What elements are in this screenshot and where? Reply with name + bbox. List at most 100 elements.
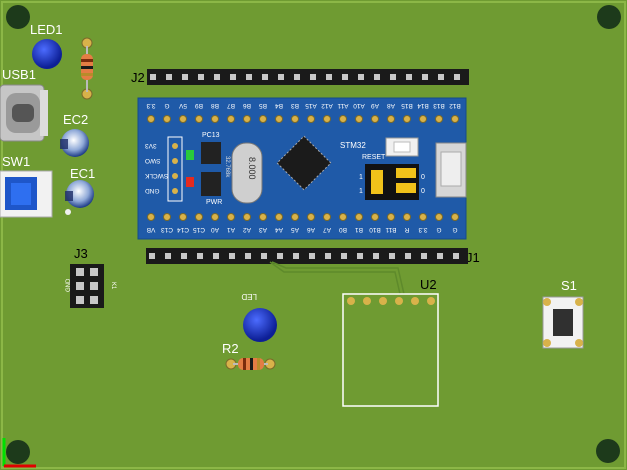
jumper-val-2: 1	[359, 188, 363, 195]
module-top-pin-label: B4	[275, 102, 283, 109]
module-bottom-pin-label: A2	[243, 226, 251, 233]
module-bottom-pin-label: 3.3	[418, 226, 427, 233]
module-bottom-pin-label: C14	[177, 226, 189, 233]
module-top-pad	[227, 115, 235, 123]
reset-label: RESET	[362, 154, 386, 161]
header-pin	[278, 74, 284, 80]
module-top-pad	[163, 115, 171, 123]
mounting-hole-tl	[6, 5, 30, 29]
module-bottom-pad	[323, 213, 331, 221]
pwr-label: PWR	[206, 199, 222, 206]
header-pin	[182, 74, 188, 80]
header-pin	[358, 74, 364, 80]
module-bottom-pin-label: C15	[193, 226, 205, 233]
led1-component	[32, 39, 62, 69]
module-bottom-pad	[195, 213, 203, 221]
header-pin	[166, 74, 172, 80]
swd-side-label: SWO	[145, 157, 161, 164]
header-j3	[70, 264, 104, 308]
header-pin	[341, 253, 347, 259]
j3-side-label: GND	[66, 278, 72, 292]
s1-label: S1	[561, 278, 577, 293]
module-bottom-pad	[211, 213, 219, 221]
module-top-pad	[403, 115, 411, 123]
module-bottom-pad	[179, 213, 187, 221]
module-bottom-pad	[163, 213, 171, 221]
sw1-label: SW1	[2, 154, 30, 169]
module-bottom-pin-label: R	[404, 226, 409, 233]
j3-label: J3	[74, 246, 88, 261]
header-pin	[214, 74, 220, 80]
j1-label: J1	[466, 250, 480, 265]
u2-label: U2	[420, 277, 437, 292]
mounting-hole-br	[596, 439, 620, 463]
header-pin	[325, 253, 331, 259]
pc13-label: PC13	[202, 132, 220, 139]
resistor-r1	[81, 37, 93, 100]
module-top-pin-label: B12	[449, 102, 461, 109]
module-bottom-pin-label: A5	[291, 226, 299, 233]
module-bottom-pin-label: B10	[369, 226, 381, 233]
module-bottom-pad	[403, 213, 411, 221]
module-top-pad	[259, 115, 267, 123]
slide-switch-sw1[interactable]	[0, 170, 53, 218]
module-bottom-pin-label: A1	[227, 226, 235, 233]
module-bottom-pin-label: B11	[385, 226, 396, 233]
module-bottom-pin-label: VB	[147, 226, 156, 233]
module-bottom-pin-label: C13	[161, 226, 173, 233]
module-bottom-pad	[451, 213, 459, 221]
header-pin	[245, 253, 251, 259]
ec1-label: EC1	[70, 166, 95, 181]
header-pin	[277, 253, 283, 259]
crystal-8mhz	[231, 142, 263, 204]
module-top-pad	[179, 115, 187, 123]
header-j1	[146, 248, 468, 264]
chip-name-label: STM32	[340, 141, 366, 150]
header-pin	[373, 253, 379, 259]
module-top-pin-label: B14	[417, 102, 429, 109]
header-pin	[438, 74, 444, 80]
header-pin	[422, 74, 428, 80]
module-bottom-pad	[243, 213, 251, 221]
module-bottom-pad	[339, 213, 347, 221]
header-pin	[454, 74, 460, 80]
header-j2	[147, 69, 469, 85]
resistor-r2	[225, 358, 276, 370]
module-top-pad	[355, 115, 363, 123]
ec2-label: EC2	[63, 112, 88, 127]
module-top-pad	[323, 115, 331, 123]
module-top-pin-label: 3.3	[146, 102, 155, 109]
pwr-led	[186, 177, 194, 187]
usb-c-connector	[0, 84, 48, 142]
capacitor-ec2	[61, 129, 89, 157]
module-top-pad	[291, 115, 299, 123]
header-pin	[165, 253, 171, 259]
swd-side-label: GND	[145, 187, 160, 194]
module-top-pad	[435, 115, 443, 123]
module-top-pin-label: B5	[259, 102, 267, 109]
led1-label: LED1	[30, 22, 63, 37]
module-top-pad	[451, 115, 459, 123]
header-pin	[294, 74, 300, 80]
led2-component	[243, 308, 277, 342]
header-pin	[405, 253, 411, 259]
module-bottom-pad	[307, 213, 315, 221]
module-bottom-pad	[387, 213, 395, 221]
module-top-pin-label: 5V	[178, 102, 187, 109]
module-bottom-pin-label: A7	[323, 226, 331, 233]
header-pin	[261, 253, 267, 259]
module-bottom-pad	[291, 213, 299, 221]
module-top-pin-label: B3	[291, 102, 299, 109]
module-top-pin-label: A10	[353, 102, 365, 109]
header-pin	[246, 74, 252, 80]
header-pin	[229, 253, 235, 259]
header-pin	[262, 74, 268, 80]
push-button-s1[interactable]	[542, 296, 584, 349]
header-pin	[406, 74, 412, 80]
stm32-chip	[276, 135, 332, 191]
module-top-pin-label: B15	[401, 102, 413, 109]
module-top-pin-label: B13	[433, 102, 445, 109]
module-top-pin-label: G	[164, 102, 169, 109]
module-bottom-pin-label: A3	[259, 226, 267, 233]
